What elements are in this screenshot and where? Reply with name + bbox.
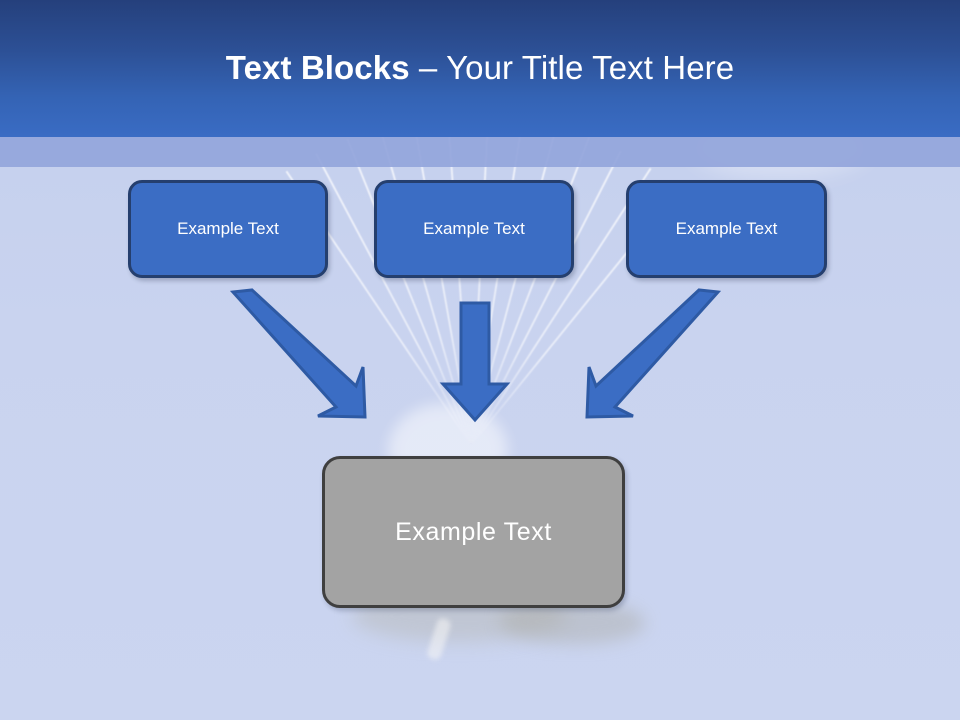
text-block-2[interactable]: Example Text (374, 180, 574, 278)
text-block-2-label: Example Text (423, 219, 525, 238)
parachute-cord (412, 119, 472, 446)
header-band (0, 0, 960, 137)
page-title-bold: Text Blocks (225, 49, 410, 86)
text-block-3-label: Example Text (675, 219, 778, 238)
page-title-rest: Your Title Text Here (446, 49, 735, 86)
result-text-block-label: Example Text (395, 517, 552, 546)
page-title-separator: – (409, 49, 447, 86)
result-text-block[interactable]: Example Text (322, 456, 625, 608)
page-title: Text Blocks – Your Title Text Here (0, 48, 960, 88)
parachute-cord (379, 127, 472, 446)
text-block-3[interactable]: Example Text (626, 180, 827, 278)
text-block-1-label: Example Text (177, 219, 279, 238)
text-block-1[interactable]: Example Text (128, 180, 328, 278)
header-accent-strip (0, 137, 960, 167)
